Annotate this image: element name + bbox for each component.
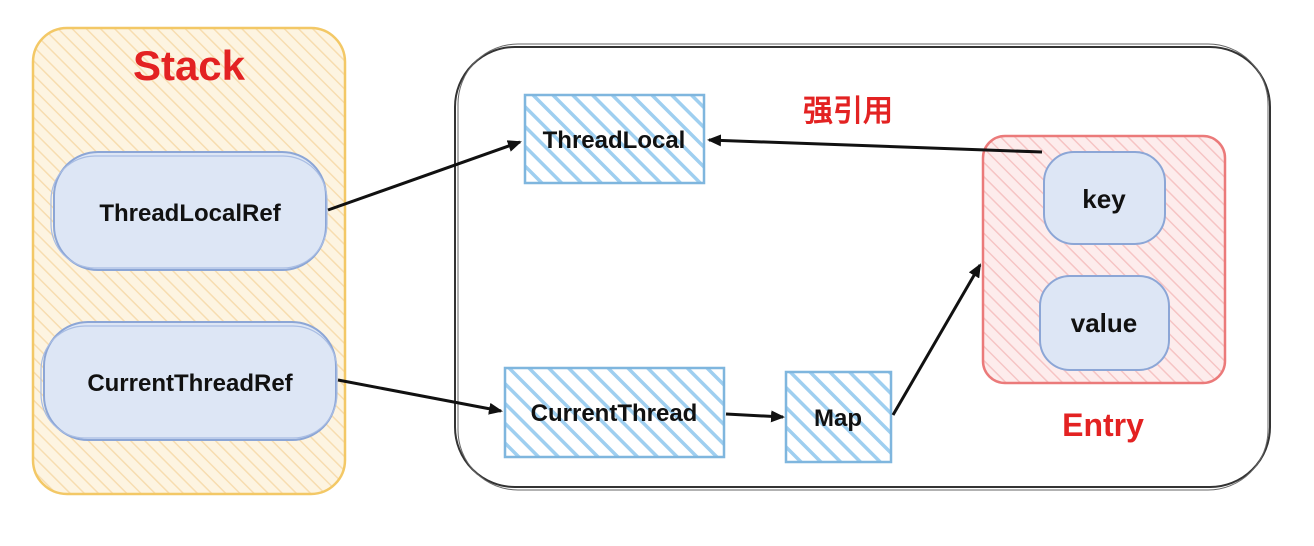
- map-node-label: Map: [814, 405, 862, 432]
- stack-title: Stack: [133, 42, 246, 89]
- threadlocal-node: ThreadLocal: [523, 93, 706, 185]
- currentthread-node-label: CurrentThread: [531, 400, 698, 427]
- stack-item-currentthreadref-sketch-edge: [40, 325, 338, 439]
- threadlocal-node-box: [523, 93, 706, 185]
- map-node: Map: [784, 370, 893, 464]
- entry-key-node-box: [1043, 151, 1166, 245]
- threadlocal-node-label: ThreadLocal: [543, 127, 686, 154]
- heap-container-box: [454, 46, 1271, 488]
- stack-panel: Stack ThreadLocalRef CurrentThreadRef: [31, 26, 347, 496]
- entry-box: key value: [981, 134, 1227, 385]
- map-node-box: [784, 370, 893, 464]
- entry-title: Entry: [1062, 407, 1144, 443]
- arrows: [327, 134, 1043, 423]
- stack-item-threadlocalref-sketch-edge: [50, 155, 328, 269]
- heap-container: [454, 43, 1271, 491]
- stack-item-threadlocalref: ThreadLocalRef: [50, 151, 328, 271]
- arrow-threadlocalref-to-threadlocal: [327, 140, 522, 212]
- arrow-map-to-entry: [891, 263, 982, 416]
- currentthread-node: CurrentThread: [503, 366, 726, 459]
- arrow-currentthread-to-map: [725, 410, 785, 423]
- entry-value-node: value: [1039, 275, 1170, 371]
- arrow-currentthreadref-to-currentthread: [337, 378, 503, 415]
- entry-key-label: key: [1082, 184, 1126, 214]
- entry-value-label: value: [1071, 308, 1138, 338]
- heap-container-sketch-edge: [457, 43, 1269, 491]
- stack-item-currentthreadref: CurrentThreadRef: [40, 321, 338, 441]
- entry-value-node-box: [1039, 275, 1170, 371]
- stack-item-currentthreadref-label: CurrentThreadRef: [87, 370, 293, 397]
- stack-item-currentthreadref-box: [43, 321, 337, 441]
- stack-item-threadlocalref-box: [53, 151, 327, 271]
- strong-reference-label: 强引用: [803, 94, 893, 129]
- arrow-key-to-threadlocal-strong-reference: [707, 134, 1043, 154]
- stack-item-threadlocalref-label: ThreadLocalRef: [99, 200, 281, 227]
- currentthread-node-box: [503, 366, 726, 459]
- entry-key-node: key: [1043, 151, 1166, 245]
